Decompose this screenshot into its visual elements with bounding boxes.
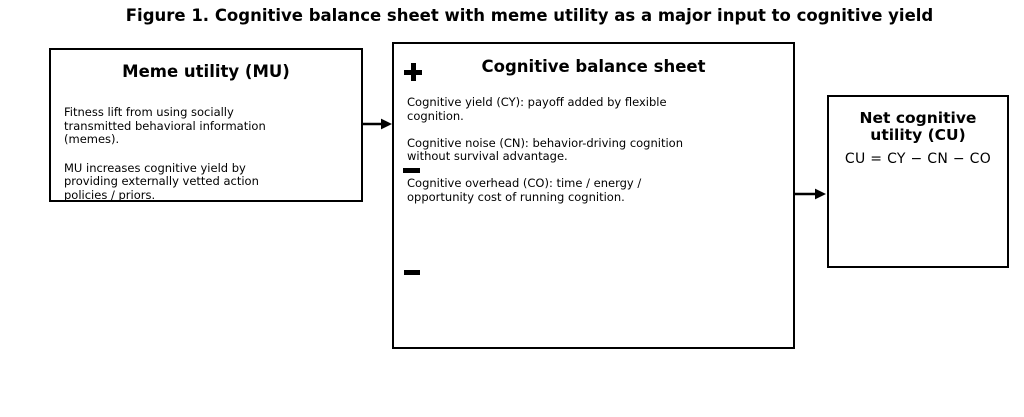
plus-icon <box>404 63 422 81</box>
balance-sheet-entry-yield: Cognitive yield (CY): payoff added by fl… <box>407 95 667 123</box>
balance-sheet-entry-overhead: Cognitive overhead (CO): time / energy /… <box>407 176 642 204</box>
meme-utility-box-title: Meme utility (MU) <box>122 62 290 81</box>
meme-utility-box: Meme utility (MU) Fitness lift from usin… <box>49 48 363 202</box>
minus-icon <box>404 270 420 275</box>
balance-sheet-entry-noise: Cognitive noise (CN): behavior-driving c… <box>407 135 683 163</box>
net-utility-formula: CU = CY − CN − CO <box>844 151 992 167</box>
minus-icon <box>403 168 420 173</box>
figure-title: Figure 1. Cognitive balance sheet with m… <box>125 6 934 25</box>
balance-sheet-box: Cognitive balance sheet Cognitive yield … <box>392 42 795 349</box>
net-utility-box: Net cognitive utility (CU) CU = CY − CN … <box>827 95 1009 268</box>
meme-utility-paragraph: MU increases cognitive yield by providin… <box>64 160 259 202</box>
balance-sheet-entries: Cognitive yield (CY): payoff added by fl… <box>394 95 793 204</box>
arrow-right-icon <box>361 118 392 130</box>
arrow-right-icon <box>794 188 826 200</box>
meme-utility-paragraph: Fitness lift from using socially transmi… <box>64 105 266 146</box>
net-utility-box-title: Net cognitive utility (CU) <box>859 109 977 144</box>
balance-sheet-box-title: Cognitive balance sheet <box>481 57 706 76</box>
